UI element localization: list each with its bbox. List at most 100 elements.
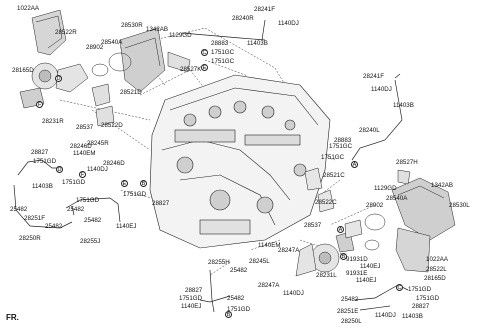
reference-marker: F [36, 101, 43, 108]
part-label: 28251E [337, 308, 359, 315]
part-label: 1140DJ [375, 312, 396, 319]
part-label: 28827 [185, 287, 203, 294]
part-label: 28250L [341, 318, 362, 325]
part-label: 1140DJ [283, 290, 304, 297]
part-label: 28522C [315, 199, 337, 206]
part-label: 1342AB [431, 182, 454, 189]
water-pipe-right [13, 159, 121, 229]
part-label: 28165D [424, 275, 446, 282]
part-label: 11403B [393, 102, 414, 109]
part-label: 1140EJ [356, 277, 377, 284]
part-label: 28247A [278, 247, 300, 254]
part-label: 1751GC [321, 154, 345, 161]
part-label: 25482 [84, 217, 102, 224]
part-label: 1140EJ [181, 303, 202, 310]
part-label: 28522D [101, 122, 123, 129]
part-label: 28537 [304, 222, 322, 229]
part-label: 1140DJ [278, 20, 299, 27]
part-label: 25482 [45, 223, 63, 230]
part-label: 28883 [334, 137, 352, 144]
part-label: 1751GD [179, 295, 203, 302]
part-label: 28530R [121, 22, 143, 29]
part-label: 11403B [32, 183, 53, 190]
part-label: 28827 [31, 149, 49, 156]
reference-marker: C [201, 49, 208, 56]
part-label: 1140DJ [87, 166, 108, 173]
part-label: 25482 [67, 206, 85, 213]
turbocharger-left [295, 231, 355, 277]
catalytic-converter-left [364, 169, 456, 251]
reference-marker: B [225, 311, 232, 318]
part-label: 28527K [180, 66, 202, 73]
part-label: 25482 [10, 206, 28, 213]
part-label: 28255J [80, 238, 101, 245]
reference-marker: A [337, 226, 344, 233]
part-label: 28902 [86, 44, 104, 51]
reference-marker: B [140, 180, 147, 187]
front-direction-label: FR. [6, 313, 19, 322]
engine-block [149, 74, 331, 249]
part-label: 1751GD [227, 306, 251, 313]
part-label: 28231L [316, 272, 337, 279]
part-label: 28250R [19, 235, 41, 242]
part-label: 28231R [42, 118, 64, 125]
part-label: 11403B [247, 40, 268, 47]
part-label: 1140EM [258, 242, 281, 249]
part-label: 28240L [359, 127, 380, 134]
part-label: 1022AA [17, 5, 40, 12]
reference-marker: E [121, 180, 128, 187]
part-label: 1751GC [211, 49, 235, 56]
part-label: 1751GD [62, 179, 86, 186]
part-label: 28530L [449, 202, 470, 209]
reference-marker: D [55, 75, 62, 82]
part-label: 1140EJ [360, 263, 381, 270]
part-label: 28883 [211, 40, 229, 47]
part-label: 28522L [426, 266, 447, 273]
part-label: 1751GD [408, 286, 432, 293]
reference-marker: C [396, 284, 403, 291]
part-label: 1751GC [329, 143, 353, 150]
part-label: 28245R [87, 140, 109, 147]
part-label: 28827 [152, 200, 170, 207]
part-label: 25482 [341, 296, 359, 303]
part-label: 28241F [254, 6, 275, 13]
part-label: 28827 [412, 303, 430, 310]
turbocharger-right [19, 62, 89, 109]
part-label: 28247A [258, 282, 280, 289]
catalytic-converter-right [91, 27, 191, 127]
oil-pipe-right [181, 19, 266, 41]
part-label: 1342AB [146, 26, 169, 33]
part-label: 1140DJ [371, 86, 392, 93]
part-label: 28540A [101, 39, 123, 46]
part-label: 1751GD [76, 197, 100, 204]
part-label: 1751GD [416, 295, 440, 302]
part-label: 91931E [346, 270, 368, 277]
part-label: 28902 [366, 202, 384, 209]
part-label: 28240R [232, 15, 254, 22]
part-label: 28165D [12, 67, 34, 74]
gaskets [304, 167, 363, 239]
part-label: 28521D [120, 89, 142, 96]
part-label: 28246D [103, 160, 125, 167]
heat-shield-left [395, 227, 431, 273]
part-label: 28522R [55, 29, 77, 36]
reference-marker: F [79, 171, 86, 178]
part-label: 91931D [346, 256, 368, 263]
part-label: 1751GD [33, 158, 57, 165]
part-label: 25482 [230, 267, 248, 274]
part-label: 1129GD [374, 185, 397, 192]
part-label: 28246D [70, 143, 92, 150]
part-label: 1022AA [426, 256, 449, 263]
part-label: 1129GD [169, 32, 192, 39]
reference-marker: D [56, 166, 63, 173]
part-label: 1140EM [73, 150, 96, 157]
water-pipe-left [199, 269, 409, 313]
reference-marker: B [340, 253, 347, 260]
part-label: 28245L [249, 258, 270, 265]
part-label: 28537 [76, 124, 94, 131]
heat-shield-right [31, 9, 67, 56]
part-label: 11403B [402, 313, 423, 320]
reference-marker: E [201, 64, 208, 71]
